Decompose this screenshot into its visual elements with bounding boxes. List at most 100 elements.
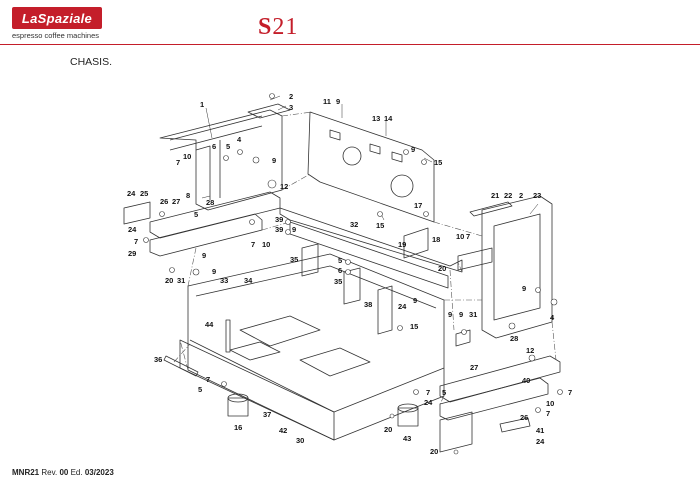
label-part-1: 1	[200, 100, 204, 109]
label-part-32: 32	[350, 220, 358, 229]
label-part-7h: 7	[206, 375, 210, 384]
part-cable-clamp	[163, 355, 199, 377]
label-part-18: 18	[432, 235, 440, 244]
model-name: S21	[258, 14, 298, 41]
label-part-19: 19	[398, 240, 406, 249]
label-part-10c: 10	[456, 232, 464, 241]
label-part-23: 23	[533, 191, 541, 200]
label-part-29: 29	[128, 249, 136, 258]
label-part-24d: 24	[424, 398, 433, 407]
rev-value: 00	[59, 468, 69, 477]
label-part-27b: 27	[470, 363, 478, 372]
label-part-39: 39	[275, 215, 283, 224]
label-part-26: 26	[160, 197, 168, 206]
part-uprights	[301, 243, 393, 335]
label-part-15: 15	[434, 158, 442, 167]
label-part-15c: 15	[410, 322, 418, 331]
label-part-10d: 10	[546, 399, 554, 408]
ed-value: 03/2023	[84, 468, 114, 477]
label-part-11: 11	[323, 97, 331, 106]
label-part-5d: 5	[442, 388, 446, 397]
label-part-6: 6	[212, 142, 216, 151]
part-bracket	[247, 103, 291, 119]
label-part-14: 14	[384, 114, 393, 123]
label-part-9f: 9	[292, 225, 296, 234]
part-left-plate	[123, 201, 151, 225]
label-part-4: 4	[237, 135, 242, 144]
label-part-22: 22	[504, 191, 512, 200]
label-part-33: 33	[220, 276, 228, 285]
label-part-30: 30	[296, 436, 304, 445]
label-part-7b: 7	[134, 237, 138, 246]
label-part-9i: 9	[448, 310, 452, 319]
label-part-4b: 4	[550, 313, 555, 322]
brand-logo: LaSpaziale	[12, 7, 102, 29]
label-part-35: 35	[290, 255, 298, 264]
label-part-37: 37	[263, 410, 271, 419]
ed-label: Ed.	[70, 468, 83, 477]
model-letter: S	[258, 14, 273, 40]
part-number-labels: 1 2 3 4 5 6 7 8 9 10 11 9 12 13 14 9 15 …	[127, 92, 572, 456]
label-part-5c: 5	[338, 256, 342, 265]
model-digits: 21	[272, 14, 299, 40]
label-part-25: 25	[140, 189, 148, 198]
label-part-16: 16	[234, 423, 242, 432]
label-part-7c: 7	[251, 240, 255, 249]
rev-label: Rev.	[41, 468, 58, 477]
label-part-9e: 9	[212, 267, 216, 276]
label-part-9c: 9	[411, 145, 415, 154]
part-foot-right	[397, 407, 419, 427]
label-part-9g: 9	[413, 296, 417, 305]
label-part-7: 7	[176, 158, 180, 167]
label-part-9: 9	[272, 156, 276, 165]
label-part-10b: 10	[262, 240, 270, 249]
label-part-43: 43	[403, 434, 411, 443]
label-part-24b: 24	[128, 225, 137, 234]
brand-logo-text: LaSpaziale	[21, 10, 93, 26]
label-part-5e: 5	[198, 385, 202, 394]
label-part-31b: 31	[469, 310, 477, 319]
label-part-24c: 24	[398, 302, 407, 311]
label-part-36: 36	[154, 355, 162, 364]
label-part-44: 44	[205, 320, 214, 329]
label-part-6b: 6	[338, 266, 342, 275]
label-part-2b: 2	[519, 191, 523, 200]
assembly-lines	[173, 111, 557, 405]
section-title: CHASIS.	[70, 56, 113, 68]
label-part-39b: 39	[275, 225, 283, 234]
part-right-side-panel	[481, 195, 553, 339]
label-part-2: 2	[289, 92, 293, 101]
fastener-marks	[143, 93, 563, 455]
label-part-20d: 20	[384, 425, 392, 434]
label-part-35b: 35	[334, 277, 342, 286]
part-right-rail	[439, 355, 561, 403]
label-part-10: 10	[183, 152, 191, 161]
part-left-rail	[149, 191, 281, 239]
label-part-24e: 24	[536, 437, 545, 446]
label-part-5: 5	[226, 142, 230, 151]
label-part-41: 41	[536, 426, 544, 435]
label-part-7d: 7	[466, 232, 470, 241]
label-part-38: 38	[364, 300, 372, 309]
doc-code: MNR21	[12, 468, 40, 477]
label-part-17: 17	[414, 201, 422, 210]
label-part-26b: 26	[520, 413, 528, 422]
label-part-42: 42	[279, 426, 287, 435]
label-part-5b: 5	[194, 210, 198, 219]
label-part-40: 40	[522, 376, 530, 385]
label-part-24: 24	[127, 189, 136, 198]
part-left-upper-frame	[159, 109, 283, 211]
part-front-panel	[179, 339, 335, 441]
label-part-28b: 28	[510, 334, 518, 343]
label-part-9b: 9	[336, 97, 340, 106]
part-right-plate	[499, 417, 531, 433]
label-part-34: 34	[244, 276, 253, 285]
document-footer: MNR21 Rev. 00 Ed. 03/2023	[12, 468, 114, 477]
label-part-7f: 7	[568, 388, 572, 397]
leader-lines	[201, 95, 539, 221]
label-part-20b: 20	[165, 276, 173, 285]
label-part-15b: 15	[376, 221, 384, 230]
header: LaSpaziale espresso coffee machines S21	[0, 0, 700, 46]
label-part-9d: 9	[202, 251, 206, 260]
